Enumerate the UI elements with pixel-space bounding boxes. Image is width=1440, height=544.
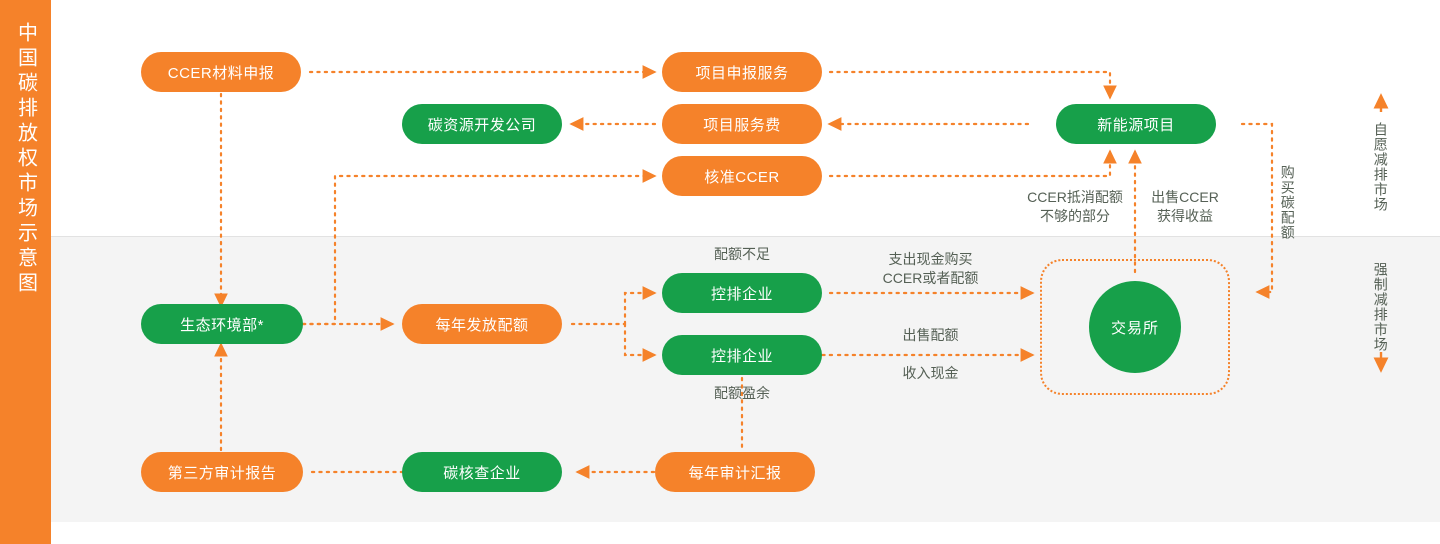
wire-approve-to-project [828,149,1117,178]
node-controlled-enterprise-2[interactable]: 控排企业 [662,335,822,375]
node-carbon-resource-company[interactable]: 碳资源开发公司 [402,104,562,144]
node-label: 交易所 [1110,319,1159,337]
annotation-quota-shortage: 配额不足 [714,246,770,262]
annotation-pay-cash-buy: 支出现金购买 CCER或者配额 [882,251,979,286]
node-third-party-audit-report[interactable]: 第三方审计报告 [141,452,303,492]
node-label: 每年发放配额 [435,316,529,334]
annotation-sell-quota: 出售配额 [902,327,959,343]
node-approve-ccer[interactable]: 核准CCER [662,156,822,196]
node-label: 每年审计汇报 [688,464,782,482]
node-label: 生态环境部* [180,316,264,334]
node-label: 控排企业 [710,285,773,303]
node-exchange[interactable]: 交易所 [1089,281,1181,373]
exchange-frame [1040,259,1230,395]
node-label: 控排企业 [710,347,773,365]
node-label: CCER材料申报 [167,64,275,82]
page-title: 中国碳排放权市场示意图 [14,22,37,297]
node-project-service-fee[interactable]: 项目服务费 [662,104,822,144]
wire-declaration-to-project [828,70,1117,100]
node-project-declaration-service[interactable]: 项目申报服务 [662,52,822,92]
node-label: 核准CCER [704,168,780,186]
node-label: 项目服务费 [703,116,781,134]
node-ministry-of-ecology[interactable]: 生态环境部* [141,304,303,344]
node-label: 第三方审计报告 [167,464,277,482]
annotation-buy-carbon-quota: 购买碳配额 [1279,165,1296,240]
node-ccer-material[interactable]: CCER材料申报 [141,52,301,92]
node-label: 碳资源开发公司 [427,116,537,134]
node-annual-audit-report[interactable]: 每年审计汇报 [655,452,815,492]
annotation-ccer-offset: CCER抵消配额 不够的部分 [1027,189,1123,224]
node-label: 项目申报服务 [695,64,789,82]
node-label: 碳核查企业 [443,464,521,482]
node-controlled-enterprise-1[interactable]: 控排企业 [662,273,822,313]
bottom-white-strip [51,522,1440,544]
label-voluntary-market: 自愿减排市场 [1372,122,1389,212]
sidebar: 中国碳排放权市场示意图 [0,0,51,544]
node-carbon-verification-company[interactable]: 碳核查企业 [402,452,562,492]
annotation-quota-surplus: 配额盈余 [714,385,770,401]
node-label: 新能源项目 [1097,116,1175,134]
node-new-energy-project[interactable]: 新能源项目 [1056,104,1216,144]
node-annual-quota-allocation[interactable]: 每年发放配额 [402,304,562,344]
annotation-sell-ccer: 出售CCER 获得收益 [1151,189,1219,224]
annotation-receive-cash: 收入现金 [902,365,959,381]
label-mandatory-market: 强制减排市场 [1372,262,1389,352]
